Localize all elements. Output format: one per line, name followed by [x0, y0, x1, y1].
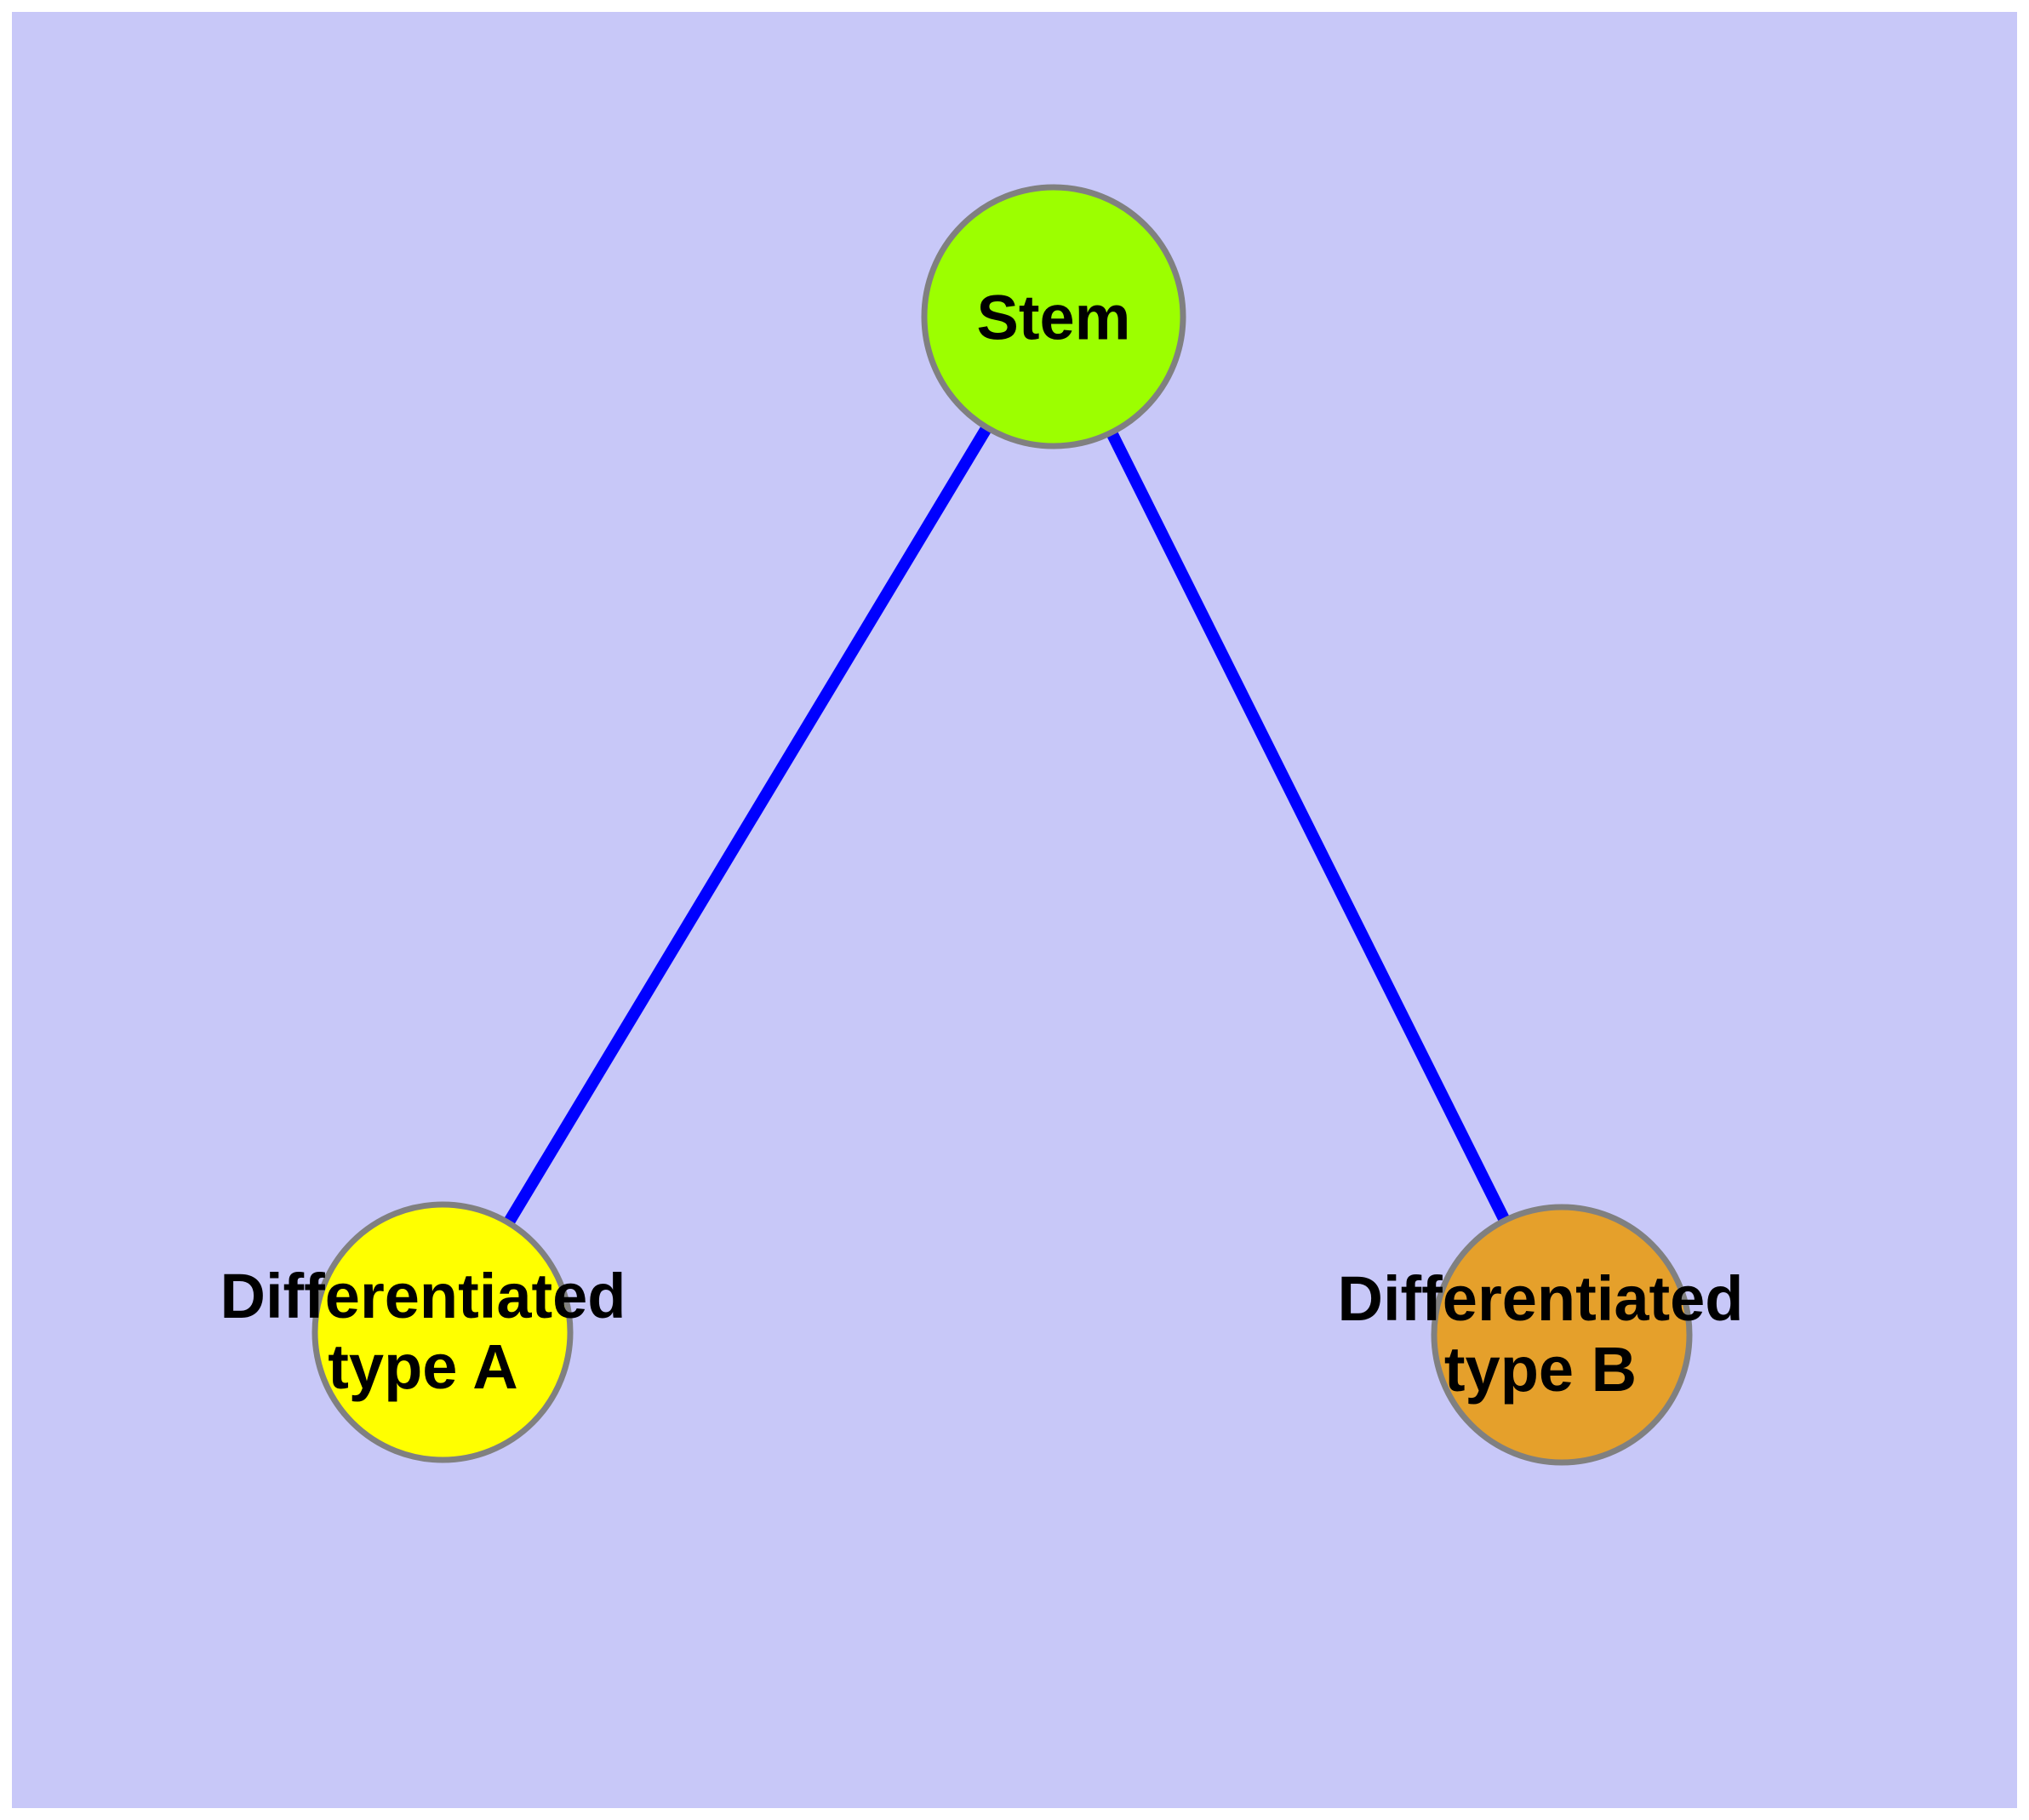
- node-stem[interactable]: [921, 184, 1186, 449]
- edge-stem-to-differentiated-type-b[interactable]: [1103, 424, 1513, 1229]
- node-layer: [311, 184, 1693, 1466]
- node-differentiated-type-b[interactable]: [1431, 1204, 1693, 1466]
- node-differentiated-type-a[interactable]: [311, 1201, 574, 1463]
- edge-stem-to-differentiated-type-a[interactable]: [500, 419, 996, 1232]
- edge-layer: [500, 419, 1513, 1232]
